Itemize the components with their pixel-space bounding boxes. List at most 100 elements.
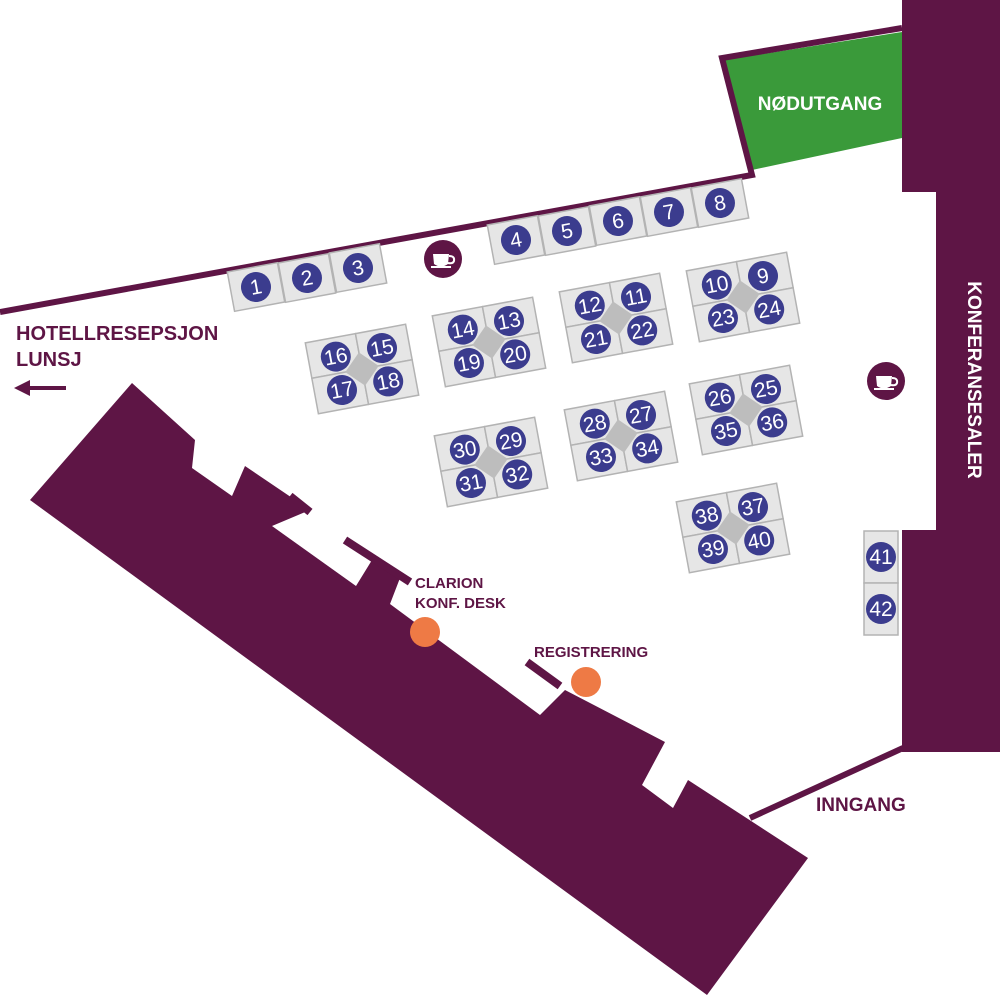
stand-number-41: 41 — [869, 546, 892, 569]
stand-number-29: 29 — [498, 428, 525, 455]
stand-25[interactable]: 25 — [738, 364, 798, 411]
stand-11[interactable]: 11 — [608, 272, 668, 319]
stand-14[interactable]: 14 — [431, 305, 490, 353]
stand-38[interactable]: 38 — [675, 491, 734, 539]
stand-17[interactable]: 17 — [310, 368, 370, 415]
stand-24[interactable]: 24 — [742, 286, 801, 334]
stand-badge-13 — [494, 306, 525, 337]
emergency-exit[interactable]: NØDUTGANG — [725, 32, 902, 170]
stand-badge-7 — [654, 197, 684, 227]
stand-32[interactable]: 32 — [490, 451, 549, 499]
hotel-reception-direction[interactable]: HOTELLRESEPSJON LUNSJ — [14, 323, 218, 396]
conference-halls-building[interactable]: KONFERANSESALER — [902, 0, 1000, 752]
stand-1[interactable]: 1 — [226, 261, 286, 313]
stand-4[interactable]: 4 — [486, 214, 546, 266]
stand-number-1: 1 — [248, 275, 264, 300]
stand-badge-6 — [603, 206, 633, 236]
stand-37[interactable]: 37 — [725, 482, 785, 529]
stand-21[interactable]: 21 — [564, 317, 624, 364]
stand-16[interactable]: 16 — [304, 332, 363, 380]
stand-5[interactable]: 5 — [537, 205, 597, 257]
cluster-center — [472, 325, 506, 359]
reception-wall-stub-2 — [524, 658, 563, 690]
stand-number-8: 8 — [712, 191, 728, 216]
stand-35[interactable]: 35 — [694, 409, 754, 456]
stand-number-42: 42 — [869, 598, 892, 621]
stand-number-5: 5 — [559, 219, 575, 244]
stand-29[interactable]: 29 — [483, 416, 543, 463]
reception-building — [30, 383, 808, 995]
stand-42[interactable]: 42 — [863, 582, 899, 636]
stand-badge-9 — [748, 261, 779, 292]
stand-badge-28 — [579, 408, 610, 439]
clarion-desk-label-2: KONF. DESK — [415, 595, 506, 612]
stand-number-27: 27 — [628, 402, 655, 429]
stand-33[interactable]: 33 — [569, 435, 629, 482]
stand-8[interactable]: 8 — [690, 177, 750, 229]
stand-badge-10 — [701, 269, 732, 300]
registration-marker[interactable] — [571, 667, 601, 697]
stand-number-3: 3 — [350, 256, 366, 281]
stand-15[interactable]: 15 — [354, 323, 414, 370]
stand-2[interactable]: 2 — [277, 252, 337, 304]
stand-26[interactable]: 26 — [688, 373, 747, 421]
stand-22[interactable]: 22 — [615, 307, 674, 355]
stand-badge-31 — [455, 467, 486, 498]
clarion-desk-label-1: CLARION — [415, 575, 483, 592]
stand-number-23: 23 — [710, 305, 737, 332]
stand-badge-15 — [367, 333, 398, 364]
stand-number-9: 9 — [755, 264, 771, 289]
registration-desk[interactable]: REGISTRERING — [534, 644, 648, 697]
stand-badge-2 — [292, 263, 322, 293]
stand-31[interactable]: 31 — [439, 461, 499, 508]
stand-19[interactable]: 19 — [437, 341, 497, 388]
coffee-cup-icon — [867, 362, 905, 400]
stand-27[interactable]: 27 — [613, 390, 673, 437]
stand-badge-18 — [373, 366, 404, 397]
stand-number-4: 4 — [508, 228, 524, 253]
stand-34[interactable]: 34 — [620, 425, 679, 473]
clarion-desk[interactable]: CLARION KONF. DESK — [410, 575, 506, 647]
registration-label: REGISTRERING — [534, 644, 648, 661]
stand-badge-17 — [326, 374, 357, 405]
stand-28[interactable]: 28 — [563, 399, 622, 447]
stand-number-6: 6 — [610, 209, 626, 234]
stand-40[interactable]: 40 — [732, 517, 791, 565]
stand-30[interactable]: 30 — [433, 425, 492, 473]
stand-number-11: 11 — [623, 284, 649, 311]
stand-7[interactable]: 7 — [639, 186, 699, 238]
stand-number-2: 2 — [299, 266, 315, 291]
stand-20[interactable]: 20 — [488, 331, 547, 379]
stand-badge-19 — [453, 347, 484, 378]
stand-number-16: 16 — [322, 344, 349, 371]
stand-18[interactable]: 18 — [361, 358, 420, 406]
stand-36[interactable]: 36 — [745, 399, 804, 447]
stand-9[interactable]: 9 — [735, 251, 795, 298]
stand-badge-5 — [552, 216, 582, 246]
stand-badge-29 — [496, 426, 527, 457]
stand-number-26: 26 — [706, 385, 733, 412]
stand-number-14: 14 — [449, 317, 476, 344]
stand-3[interactable]: 3 — [328, 242, 388, 294]
conference-halls-block[interactable] — [902, 0, 1000, 752]
top-wall — [0, 25, 903, 315]
emergency-exit-area[interactable] — [725, 32, 902, 170]
stand-number-31: 31 — [458, 470, 485, 497]
conference-halls-label: KONFERANSESALER — [963, 281, 984, 479]
clarion-desk-marker[interactable] — [410, 617, 440, 647]
cluster-center — [474, 445, 508, 479]
entrance-label: INNGANG — [816, 795, 906, 816]
stand-badge-3 — [343, 253, 373, 283]
stand-badge-1 — [241, 272, 271, 302]
stand-badge-42 — [866, 594, 896, 624]
stand-6[interactable]: 6 — [588, 195, 648, 247]
stand-13[interactable]: 13 — [481, 296, 541, 343]
stand-41[interactable]: 41 — [863, 530, 899, 584]
stand-badge-8 — [705, 188, 735, 218]
